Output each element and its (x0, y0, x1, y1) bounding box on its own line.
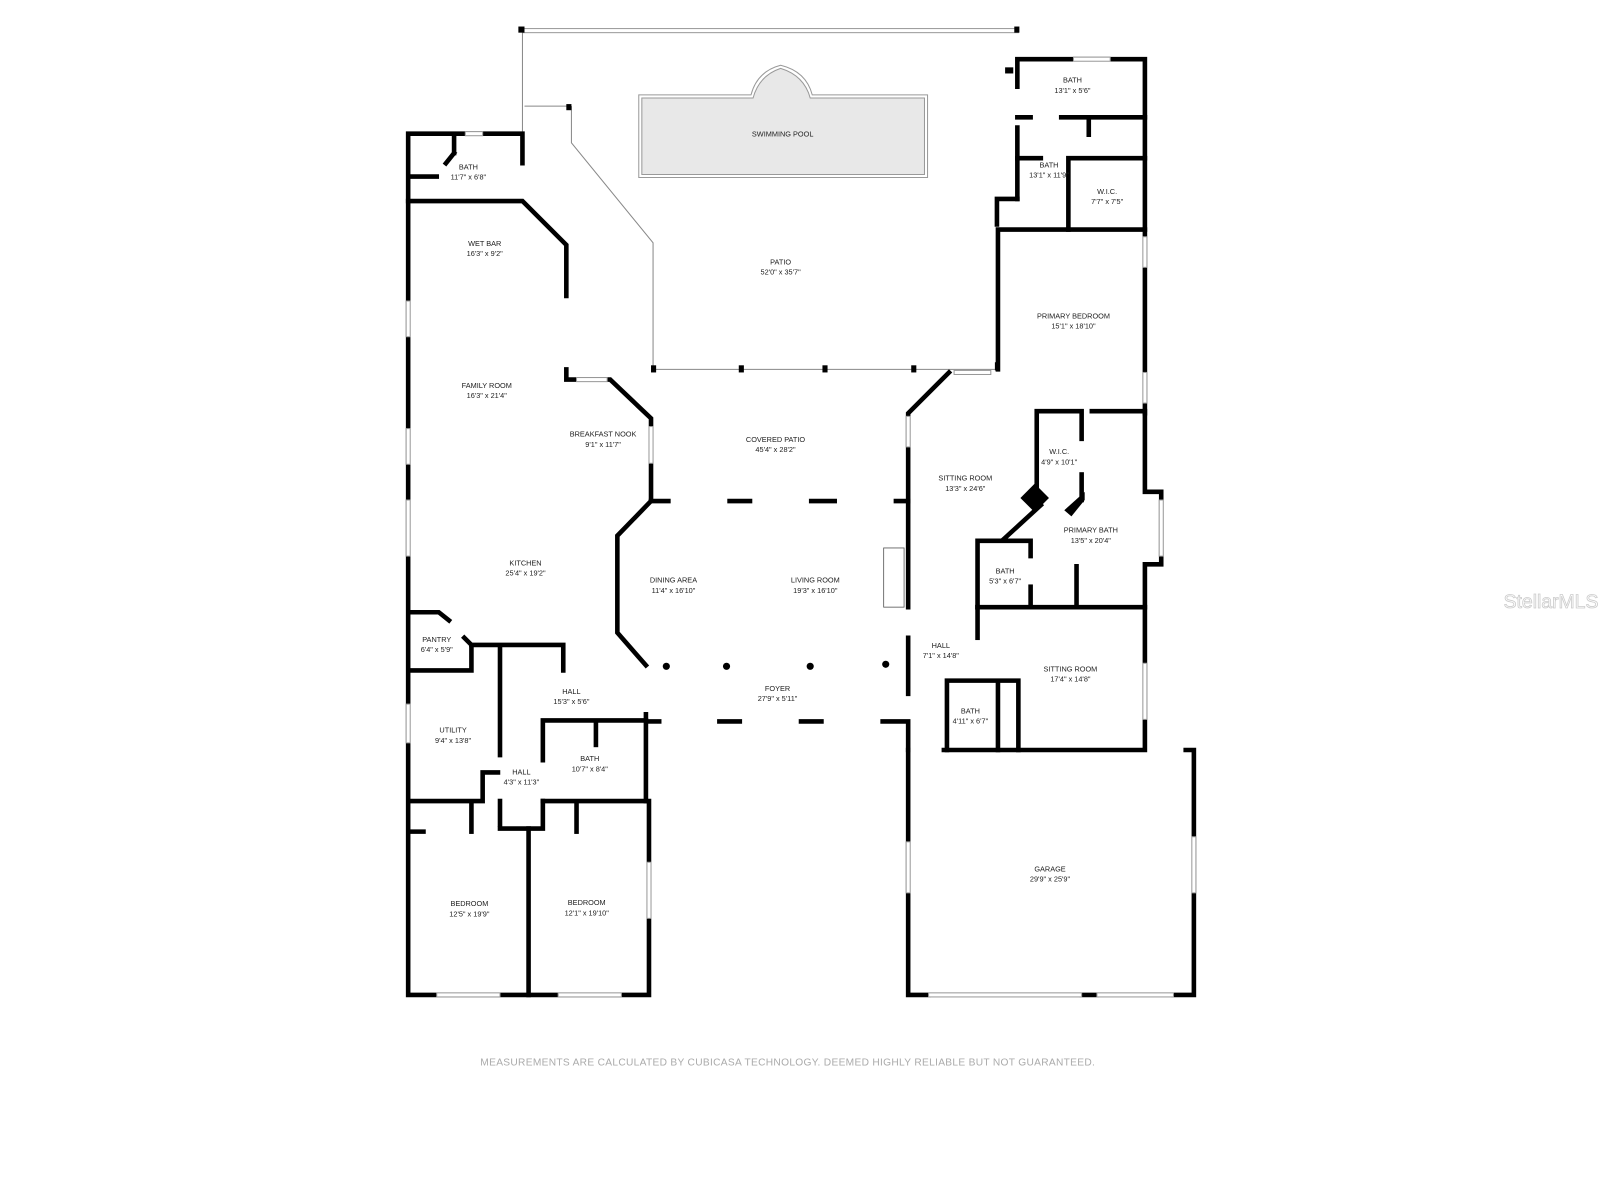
room-dims: 9'1" x 11'7" (585, 440, 621, 449)
room-dims: 29'9" x 25'9" (1030, 875, 1071, 884)
room-name: PRIMARY BATH (1064, 526, 1118, 535)
room-name: W.I.C. (1049, 447, 1069, 456)
room-dims: 16'3" x 21'4" (467, 391, 508, 400)
room-name: HALL (562, 687, 580, 696)
room-dims: 7'7" x 7'5" (1091, 197, 1123, 206)
room-dims: 5'3" x 6'7" (989, 577, 1021, 586)
room-label: SWIMMING POOL (752, 130, 813, 139)
room-name: BATH (1039, 160, 1058, 169)
measurement-disclaimer: MEASUREMENTS ARE CALCULATED BY CUBICASA … (480, 1057, 1095, 1068)
room-name: WET BAR (468, 239, 501, 248)
room-dims: 13'3" x 24'6" (945, 484, 986, 493)
room-name: BATH (459, 162, 478, 171)
room-name: KITCHEN (509, 558, 541, 567)
room-dims: 16'3" x 9'2" (467, 249, 504, 258)
room-name: GARAGE (1034, 864, 1065, 873)
room-dims: 12'5" x 19'9" (449, 909, 490, 918)
room-name: BATH (1063, 76, 1082, 85)
room-name: UTILITY (439, 726, 466, 735)
room-dims: 13'1" x 11'9" (1029, 171, 1069, 180)
room-label: PRIMARY BEDROOM 15'1" x 18'10" (1037, 311, 1110, 330)
room-name: PRIMARY BEDROOM (1037, 311, 1110, 320)
room-name: LIVING ROOM (791, 576, 840, 585)
room-name: W.I.C. (1097, 187, 1117, 196)
room-name: HALL (512, 767, 530, 776)
room-dims: 4'9" x 10'1" (1041, 457, 1078, 466)
room-label: W.I.C.4'9" x 10'1" (1041, 447, 1078, 466)
room-name: BATH (580, 754, 599, 763)
room-dims: 10'7" x 8'4" (572, 764, 609, 773)
room-name: SITTING ROOM (1044, 664, 1098, 673)
stellarmls-watermark: StellarMLS (1504, 591, 1599, 613)
room-label: BATH 11'7" x 6'8" (451, 162, 487, 181)
room-label: W.I.C.7'7" x 7'5" (1091, 187, 1123, 206)
room-label: HALL 4'3" x 11'3" (504, 767, 540, 786)
room-label: SITTING ROOM 17'4" x 14'8" (1044, 664, 1098, 683)
room-dims: 19'3" x 16'10" (793, 586, 838, 595)
room-dims: 52'0" x 35'7" (761, 267, 802, 276)
room-dims: 4'3" x 11'3" (504, 778, 540, 787)
room-dims: 15'3" x 5'6" (553, 697, 590, 706)
room-dims: 17'4" x 14'8" (1050, 675, 1091, 684)
room-dims: 27'9" x 5'11" (758, 694, 798, 703)
room-dims: 12'1" x 19'10" (565, 908, 610, 917)
room-dims: 13'5" x 20'4" (1071, 536, 1112, 545)
room-label: BATH 5'3" x 6'7" (989, 566, 1021, 585)
room-label: BATH 13'1" x 11'9" (1029, 160, 1069, 179)
room-name: BATH (996, 566, 1015, 575)
room-name: SWIMMING POOL (752, 130, 813, 139)
room-dims: 15'1" x 18'10" (1051, 322, 1096, 331)
room-name: FAMILY ROOM (462, 381, 512, 390)
swimming-pool (638, 64, 929, 179)
room-name: SITTING ROOM (938, 474, 992, 483)
room-dims: 9'4" x 13'8" (435, 736, 472, 745)
room-dims: 11'4" x 16'10" (652, 586, 696, 595)
room-label: GARAGE 29'9" x 25'9" (1030, 864, 1071, 883)
room-dims: 11'7" x 6'8" (451, 173, 487, 182)
columns (662, 660, 890, 670)
room-dims: 6'4" x 5'9" (421, 645, 453, 654)
room-dims: 7'1" x 14'8" (923, 651, 960, 660)
room-dims: 4'11" x 6'7" (953, 716, 989, 725)
room-name: BEDROOM (450, 899, 488, 908)
room-name: BEDROOM (568, 898, 606, 907)
room-name: PATIO (770, 257, 791, 266)
walls (405, 56, 1197, 998)
room-name: BREAKFAST NOOK (570, 430, 637, 439)
room-dims: 13'1" x 5'6" (1054, 86, 1091, 95)
windows (405, 56, 1197, 998)
room-name: HALL (932, 641, 950, 650)
room-name: BATH (961, 706, 980, 715)
room-name: COVERED PATIO (746, 435, 805, 444)
room-dims: 45'4" x 28'2" (755, 445, 796, 454)
room-label: KITCHEN 25'4" x 19'2" (505, 558, 546, 577)
patio-outline (518, 26, 1020, 373)
room-dims: 25'4" x 19'2" (505, 569, 546, 578)
room-name: PANTRY (422, 635, 451, 644)
room-name: DINING AREA (650, 576, 697, 585)
room-name: FOYER (765, 684, 790, 693)
